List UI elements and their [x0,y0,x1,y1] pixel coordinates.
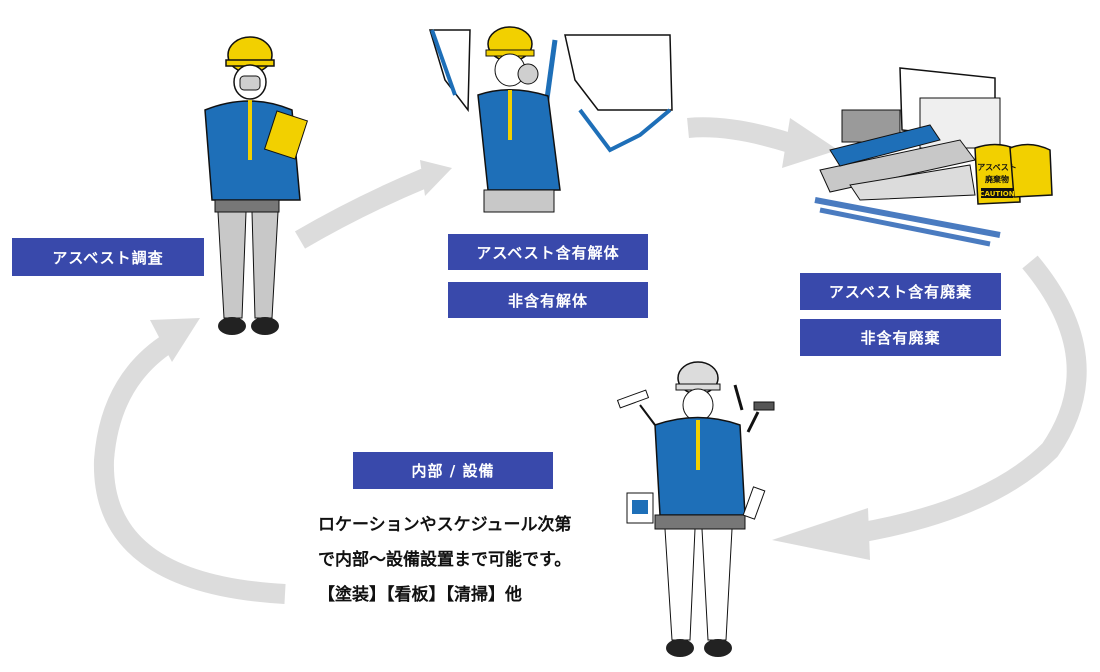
worker-demolition-illustration [428,26,673,213]
label-disposal-non: 非含有廃棄 [800,319,1001,356]
description-line-1: ロケーションやスケジュール次第 [318,515,572,535]
worker-surveyor-illustration [204,36,309,335]
arrow-survey-to-demolition [294,168,429,249]
arrowhead-1 [420,160,452,196]
disposal-pile-illustration: アスベスト 廃棄物 CAUTION [814,67,1053,247]
label-disposal-asbestos: アスベスト含有廃棄 [800,273,1001,310]
waste-bag-caution: CAUTION [979,190,1014,198]
description-line-2: で内部〜設備設置まで可能です。 [318,550,572,570]
worker-interior-illustration [616,361,775,657]
arrow-demolition-to-disposal [687,117,794,153]
label-demolition-asbestos: アスベスト含有解体 [448,234,648,270]
arrow-disposal-to-interior [856,255,1087,543]
label-survey: アスベスト調査 [12,238,204,276]
arrowhead-4 [150,318,200,362]
arrowhead-2 [782,118,838,168]
description-line-3: 【塗装】【看板】【清掃】他 [318,585,522,605]
arrowhead-3 [772,508,870,560]
label-interior: 内部 / 設備 [353,452,553,489]
arrow-interior-to-survey [93,333,286,604]
interior-description: ロケーションやスケジュール次第 で内部〜設備設置まで可能です。 【塗装】【看板】… [318,508,571,613]
waste-bag-text-1: アスベスト [977,163,1017,172]
waste-bag-text-2: 廃棄物 [985,174,1009,184]
label-demolition-non: 非含有解体 [448,282,648,318]
